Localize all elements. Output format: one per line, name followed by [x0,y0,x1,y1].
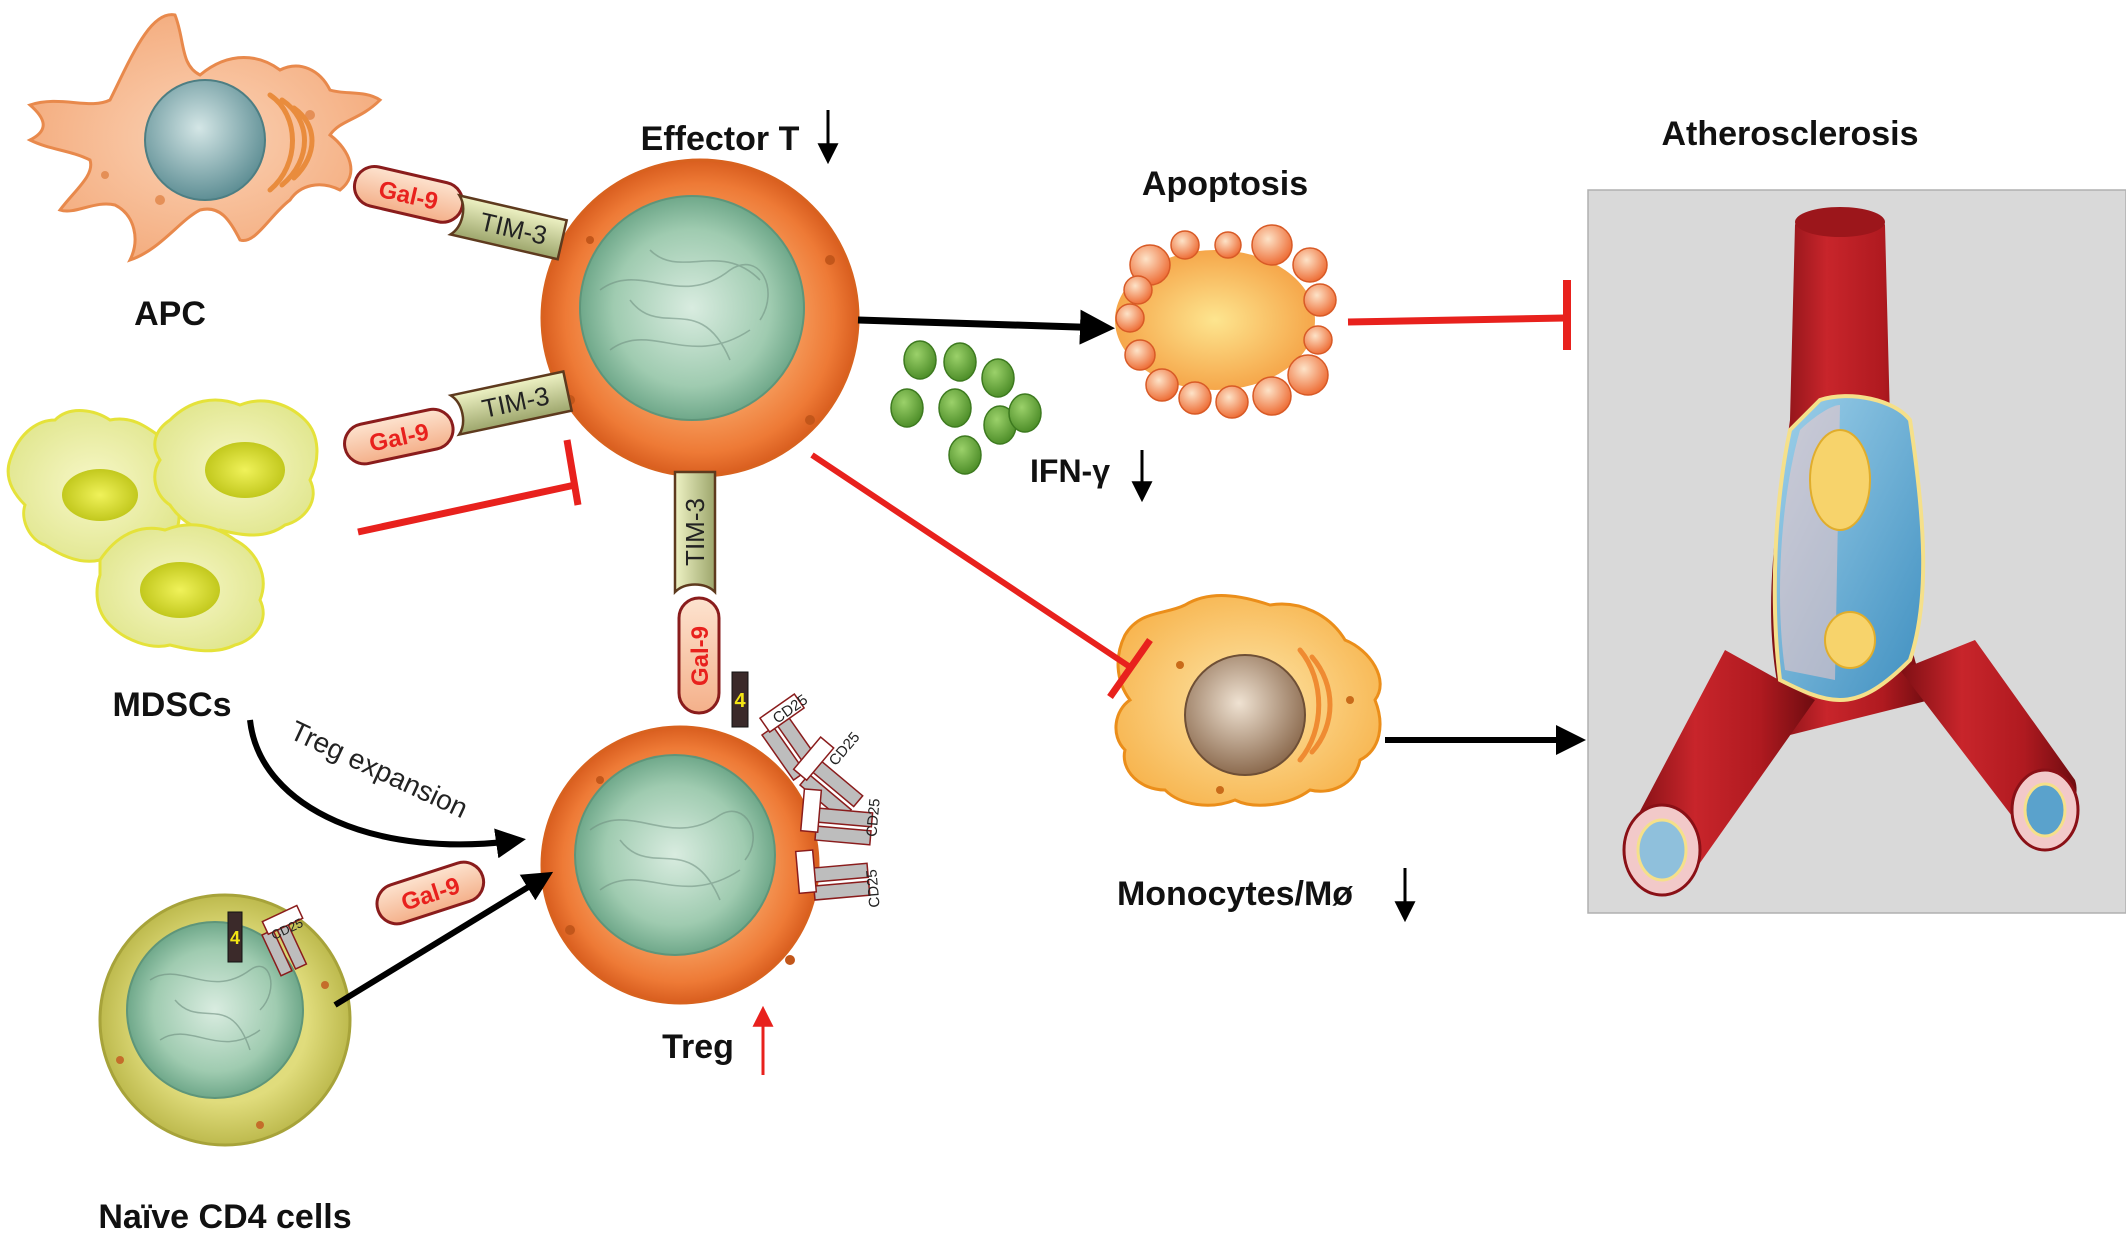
arrow-effector-apoptosis [857,309,1115,345]
inhibit-effector-monocyte [810,452,1132,670]
arrows [247,110,1586,1075]
label-effector-t: Effector T [641,120,800,158]
apoptotic-cell [1115,224,1337,419]
ifn-gamma-particles [890,340,1042,475]
gal9-label-treg: Gal-9 [687,626,714,686]
label-naive-cd4: Naïve CD4 cells [98,1198,351,1233]
arrow-treg-expansion [247,719,526,859]
cd25-label-4: CD25 [863,869,883,909]
monocyte-cell [1114,594,1382,807]
gal9-tim3-apc: Gal-9 TIM-3 [352,164,569,261]
label-treg: Treg [662,1028,734,1066]
inhibit-bar-monocyte [1107,637,1153,700]
gal9-free: Gal-9 [375,860,486,926]
cd4-marker-treg: 4 [734,690,746,712]
mdsc-cells [6,398,319,653]
effector-t-cell [540,158,860,478]
inhibit-apoptosis-atherosclerosis [1347,314,1566,326]
gal9-tim3-treg: TIM-3 Gal-9 [673,470,721,715]
arrow-naive-treg [333,871,554,1008]
label-apoptosis: Apoptosis [1142,165,1308,203]
label-ifn-gamma: IFN-γ [1030,453,1110,489]
cd25-label-3: CD25 [863,798,883,838]
label-monocytes: Monocytes/Mø [1117,875,1353,913]
atherosclerosis-panel [1587,189,2126,914]
apc-cell [26,13,383,263]
cd4-marker-naive: 4 [230,928,240,948]
gal9-tim3-mdsc: Gal-9 TIM-3 [343,370,574,466]
inhibit-bar-mdsc [563,439,582,506]
label-mdscs: MDSCs [112,686,231,724]
label-atherosclerosis: Atherosclerosis [1662,115,1919,153]
treg-cell [540,671,874,1005]
label-apc: APC [134,295,206,333]
naive-cd4-cell [98,893,352,1147]
inhibit-mdsc-effector [357,481,576,536]
tim3-label-treg: TIM-3 [680,498,710,566]
